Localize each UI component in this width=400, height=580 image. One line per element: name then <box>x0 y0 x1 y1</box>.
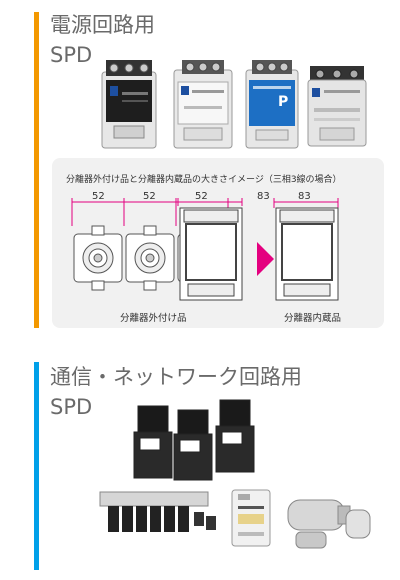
spd-body-internal <box>275 207 339 301</box>
size-comparison-diagram: 52 52 52 83 83 <box>71 191 339 301</box>
comm-spd-din-module <box>231 489 271 547</box>
comm-section-title: 通信・ネットワーク回路用 <box>50 365 302 389</box>
dimension-label-83-a: 83 <box>257 191 270 202</box>
spd-body-external <box>179 207 243 301</box>
comm-spd-terminal-block <box>99 491 216 532</box>
spd-product-black <box>101 60 157 149</box>
comm-spd-plugin-modules <box>133 399 255 481</box>
power-section-accent-bar <box>34 12 39 328</box>
internal-separator-label: 分離器内蔵品 <box>284 313 342 324</box>
dimension-label-52-c: 52 <box>195 191 208 202</box>
spd-product-grey <box>173 60 233 149</box>
spd-product-blue: P <box>245 60 299 149</box>
comm-section-subtitle: SPD <box>50 395 93 419</box>
external-separator-1 <box>73 225 123 291</box>
power-section-title: 電源回路用 <box>50 13 155 37</box>
power-section-subtitle: SPD <box>50 43 93 67</box>
dimension-label-83-b: 83 <box>298 191 311 202</box>
external-separator-label: 分離器外付け品 <box>120 313 187 324</box>
dimension-label-52-a: 52 <box>92 191 105 202</box>
panel-letter: P <box>278 94 288 110</box>
external-separator-2 <box>125 225 175 291</box>
comm-section-accent-bar <box>34 362 39 570</box>
comparison-arrow <box>257 242 274 276</box>
comm-spd-coaxial-units <box>287 499 371 549</box>
spd-product-wide <box>307 66 367 147</box>
comparison-heading: 分離器外付け品と分離器内蔵品の大きさイメージ（三相3線の場合） <box>66 175 342 185</box>
dimension-label-52-b: 52 <box>143 191 156 202</box>
